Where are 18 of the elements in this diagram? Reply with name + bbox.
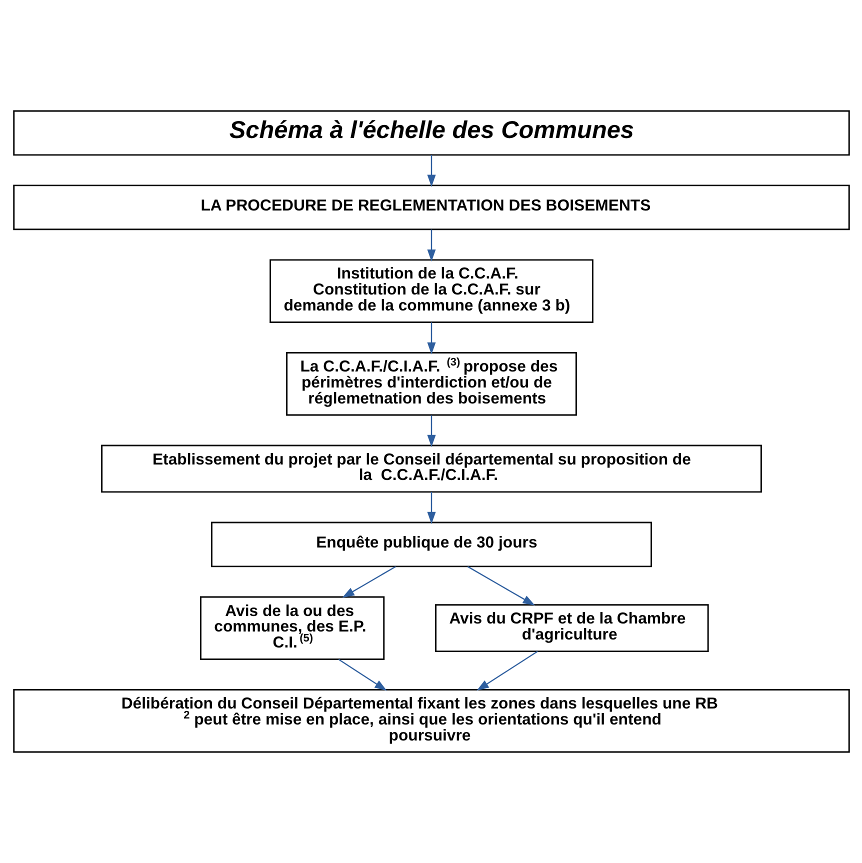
arrow xyxy=(426,230,436,262)
arrow xyxy=(338,658,386,691)
arrow xyxy=(426,155,436,188)
node-box: La C.C.A.F./C.I.A.F.$^{(3)}$ propose des périmètres d'interdiction et/ou de réglemetnation des boisements xyxy=(286,352,576,416)
arrow xyxy=(466,566,535,606)
node-box: Institution de la C.C.A.F. Constitution de la C.C.A.F. sur demande de la commune (annexe 3 b) xyxy=(269,259,593,323)
node-box: Avis du CRPF et de la Chambre d'agriculture xyxy=(434,604,708,652)
node-box: Schéma à l'échelle des Communes xyxy=(12,110,850,156)
node-box: Etablissement du projet par le Conseil départemental su proposition de la C.C.A.F./C.I.A.F. xyxy=(100,444,762,493)
arrow xyxy=(426,492,436,524)
arrow xyxy=(426,415,436,448)
node-box: Enquête publique de 30 jours xyxy=(210,522,652,568)
arrow xyxy=(342,566,396,598)
node-box: Délibération du Conseil Départemental fixant les zones dans lesquelles une RB $^{2}$ peut être mise en place, ainsi que les orientations qu'il entend poursuivre xyxy=(12,689,850,753)
node-box: Avis de la ou des communes, des E.P. C.I.$^{(5)}$ xyxy=(199,596,384,660)
arrow xyxy=(476,650,538,691)
arrow xyxy=(426,322,436,355)
node-box: LA PROCEDURE DE REGLEMENTATION DES BOISEMENTS xyxy=(12,184,850,230)
